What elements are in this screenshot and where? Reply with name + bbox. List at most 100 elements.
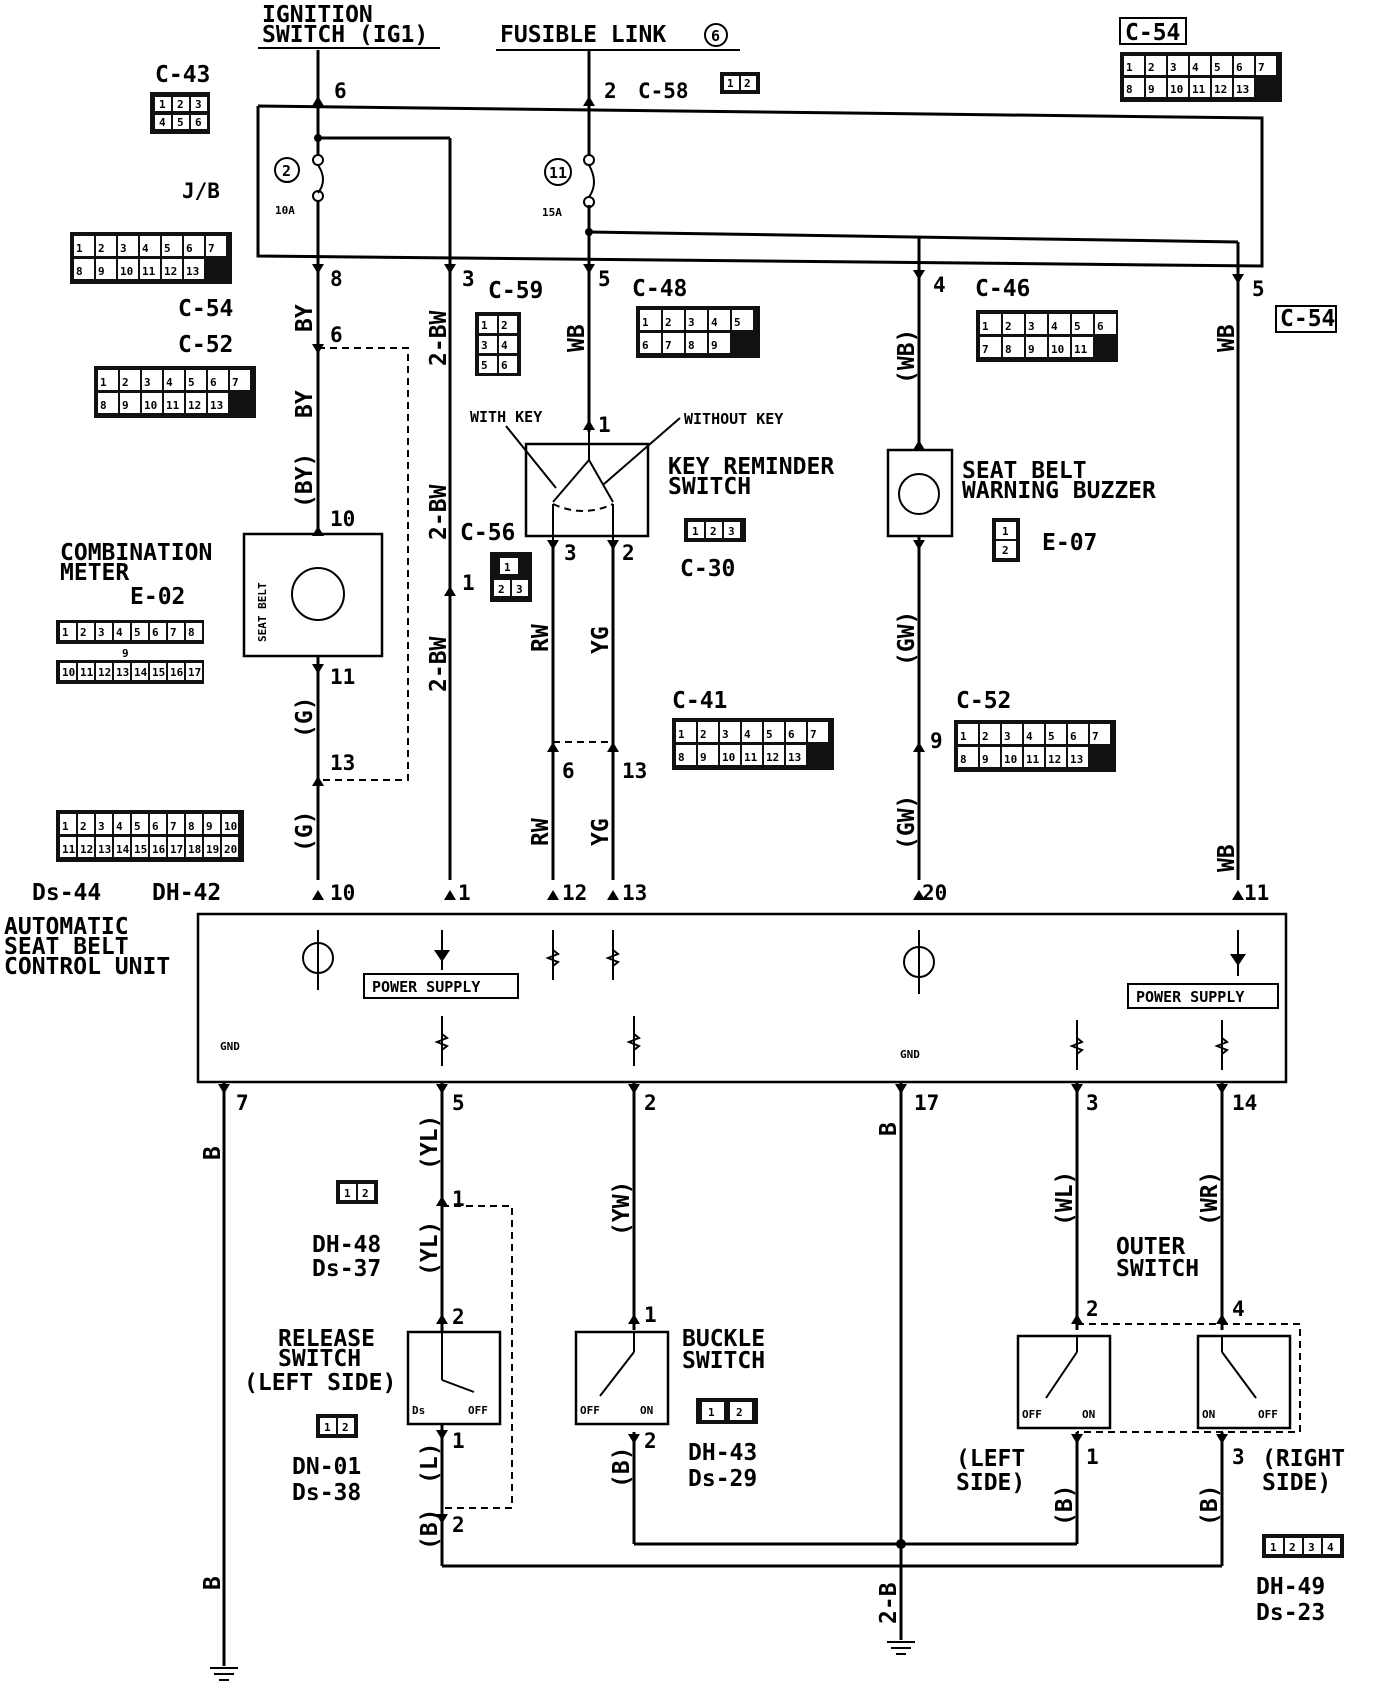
wire-arrow [913, 440, 925, 450]
connector-pin-number: 1 [678, 728, 685, 741]
wire-label-b-2: B [200, 1576, 226, 1590]
connector-pin-number: 5 [481, 359, 488, 372]
pin-key-2: 2 [622, 541, 635, 565]
svg-text:1: 1 [727, 77, 734, 90]
connector-pin-number: 3 [1170, 61, 1177, 74]
seat-belt-lamp-label: SEAT BELT [256, 582, 269, 642]
svg-text:1: 1 [159, 98, 166, 111]
power-supply-label-1: POWER SUPPLY [372, 978, 480, 996]
buckle-switch-label-2: SWITCH [682, 1348, 765, 1374]
svg-text:2: 2 [342, 1421, 349, 1434]
outer-switch-left-box[interactable] [1016, 1334, 1112, 1430]
wire-arrow [895, 1084, 907, 1094]
wire-label-yg-1: YG [588, 626, 614, 654]
wire-arrow [913, 270, 925, 280]
key-reminder-switch-box[interactable] [524, 442, 650, 538]
connector-pin-number: 12 [1214, 83, 1227, 96]
connector-pin-number: 6 [788, 728, 795, 741]
connector-pin-number: 8 [1005, 343, 1012, 356]
connector-pin-number: 8 [1126, 83, 1133, 96]
pin-release-1b: 1 [452, 1429, 465, 1453]
connector-pin-number: 11 [80, 666, 94, 679]
wire-arrow [1232, 274, 1244, 284]
connector-ds37-label: Ds-37 [312, 1256, 381, 1282]
pin-release-2: 2 [452, 1305, 465, 1329]
wire-arrow [913, 742, 925, 752]
wire-arrow [913, 540, 925, 550]
connector-pin-number: 11 [1074, 343, 1088, 356]
pin-buzzer-9: 9 [930, 729, 943, 753]
release-switch-box[interactable] [406, 1330, 502, 1426]
svg-text:2: 2 [362, 1187, 369, 1200]
connector-e02-label: E-02 [130, 584, 185, 610]
wire-arrow [1216, 1434, 1228, 1444]
svg-text:1: 1 [692, 525, 699, 538]
connector-pin-number: 2 [1148, 61, 1155, 74]
resistor-icon-3 [434, 1016, 449, 1066]
connector-dh49-label: DH-49 [1256, 1574, 1325, 1600]
connector-pin-number: 6 [501, 359, 508, 372]
outer-switch-label-1: OUTER [1116, 1234, 1185, 1260]
wire-label-b-3: B [876, 1122, 902, 1136]
connector-pin-number: 11 [166, 399, 180, 412]
connector-ds38-label: Ds-38 [292, 1480, 361, 1506]
wire-label-wb-3: WB [1214, 844, 1240, 872]
pin-release-2b: 2 [452, 1513, 465, 1537]
seat-belt-warning-buzzer-box [886, 448, 954, 538]
connector-pin-number: 6 [186, 242, 193, 255]
control-unit-label-2: SEAT BELT [4, 934, 129, 960]
connector-pin-number: 13 [186, 265, 199, 278]
pin-outer-2: 2 [1086, 1297, 1099, 1321]
connector-pin-number: 1 [100, 376, 107, 389]
connector-pin-number: 12 [98, 666, 111, 679]
buckle-switch-on-label: ON [640, 1404, 653, 1417]
svg-text:3: 3 [195, 98, 202, 111]
wire-arrow [312, 776, 324, 786]
connector-ds23-label: Ds-23 [1256, 1600, 1325, 1626]
connector-c46-label: C-46 [975, 276, 1030, 302]
connector-pin-number: 1 [1126, 61, 1133, 74]
connector-pin-number: 11 [142, 265, 156, 278]
connector-pin-number: 4 [744, 728, 751, 741]
buzzer-label-2: WARNING BUZZER [962, 478, 1156, 504]
wire-arrow [628, 1084, 640, 1094]
connector-pin-number: 1 [642, 316, 649, 329]
connector-pin-number: 6 [1236, 61, 1243, 74]
pin-unit-2: 2 [644, 1091, 657, 1115]
connector-c30-label: C-30 [680, 556, 735, 582]
connector-c54-top-label: C-54 [1125, 20, 1180, 46]
wire-arrow [1071, 1314, 1083, 1324]
left-side-label-2: SIDE) [956, 1470, 1025, 1496]
connector-pin-number: 19 [206, 843, 219, 856]
connector-pin-number: 9 [711, 339, 718, 352]
wire-arrow [1071, 1084, 1083, 1094]
connector-pin-number: 13 [210, 399, 223, 412]
pin-buckle-1: 1 [644, 1303, 657, 1327]
buckle-switch-box[interactable] [574, 1330, 670, 1426]
svg-text:1: 1 [504, 561, 511, 574]
connector-c54-right-label: C-54 [1280, 306, 1335, 332]
connector-c48-label: C-48 [632, 276, 687, 302]
release-switch-label-1: RELEASE [278, 1326, 375, 1352]
wire-arrow [436, 1084, 448, 1094]
svg-text:2: 2 [1289, 1541, 1296, 1554]
outer-right-on-label: ON [1202, 1408, 1215, 1421]
fusible-link-title: FUSIBLE LINK [500, 22, 666, 48]
connector-dh42-label: DH-42 [152, 880, 221, 906]
connector-pin-number: 9 [206, 820, 213, 833]
connector-pin-number: 12 [80, 843, 93, 856]
connector-pin-number: 18 [188, 843, 201, 856]
connector-c52-left-label: C-52 [178, 332, 233, 358]
connector-pin-number: 10 [722, 751, 735, 764]
wire-arrow [1232, 890, 1244, 900]
connector-pin-number: 13 [116, 666, 129, 679]
connector-pin-number: 2 [80, 626, 87, 639]
connector-pin-number: 2 [700, 728, 707, 741]
pin-c41-6: 6 [562, 759, 575, 783]
connector-pin-number: 2 [665, 316, 672, 329]
